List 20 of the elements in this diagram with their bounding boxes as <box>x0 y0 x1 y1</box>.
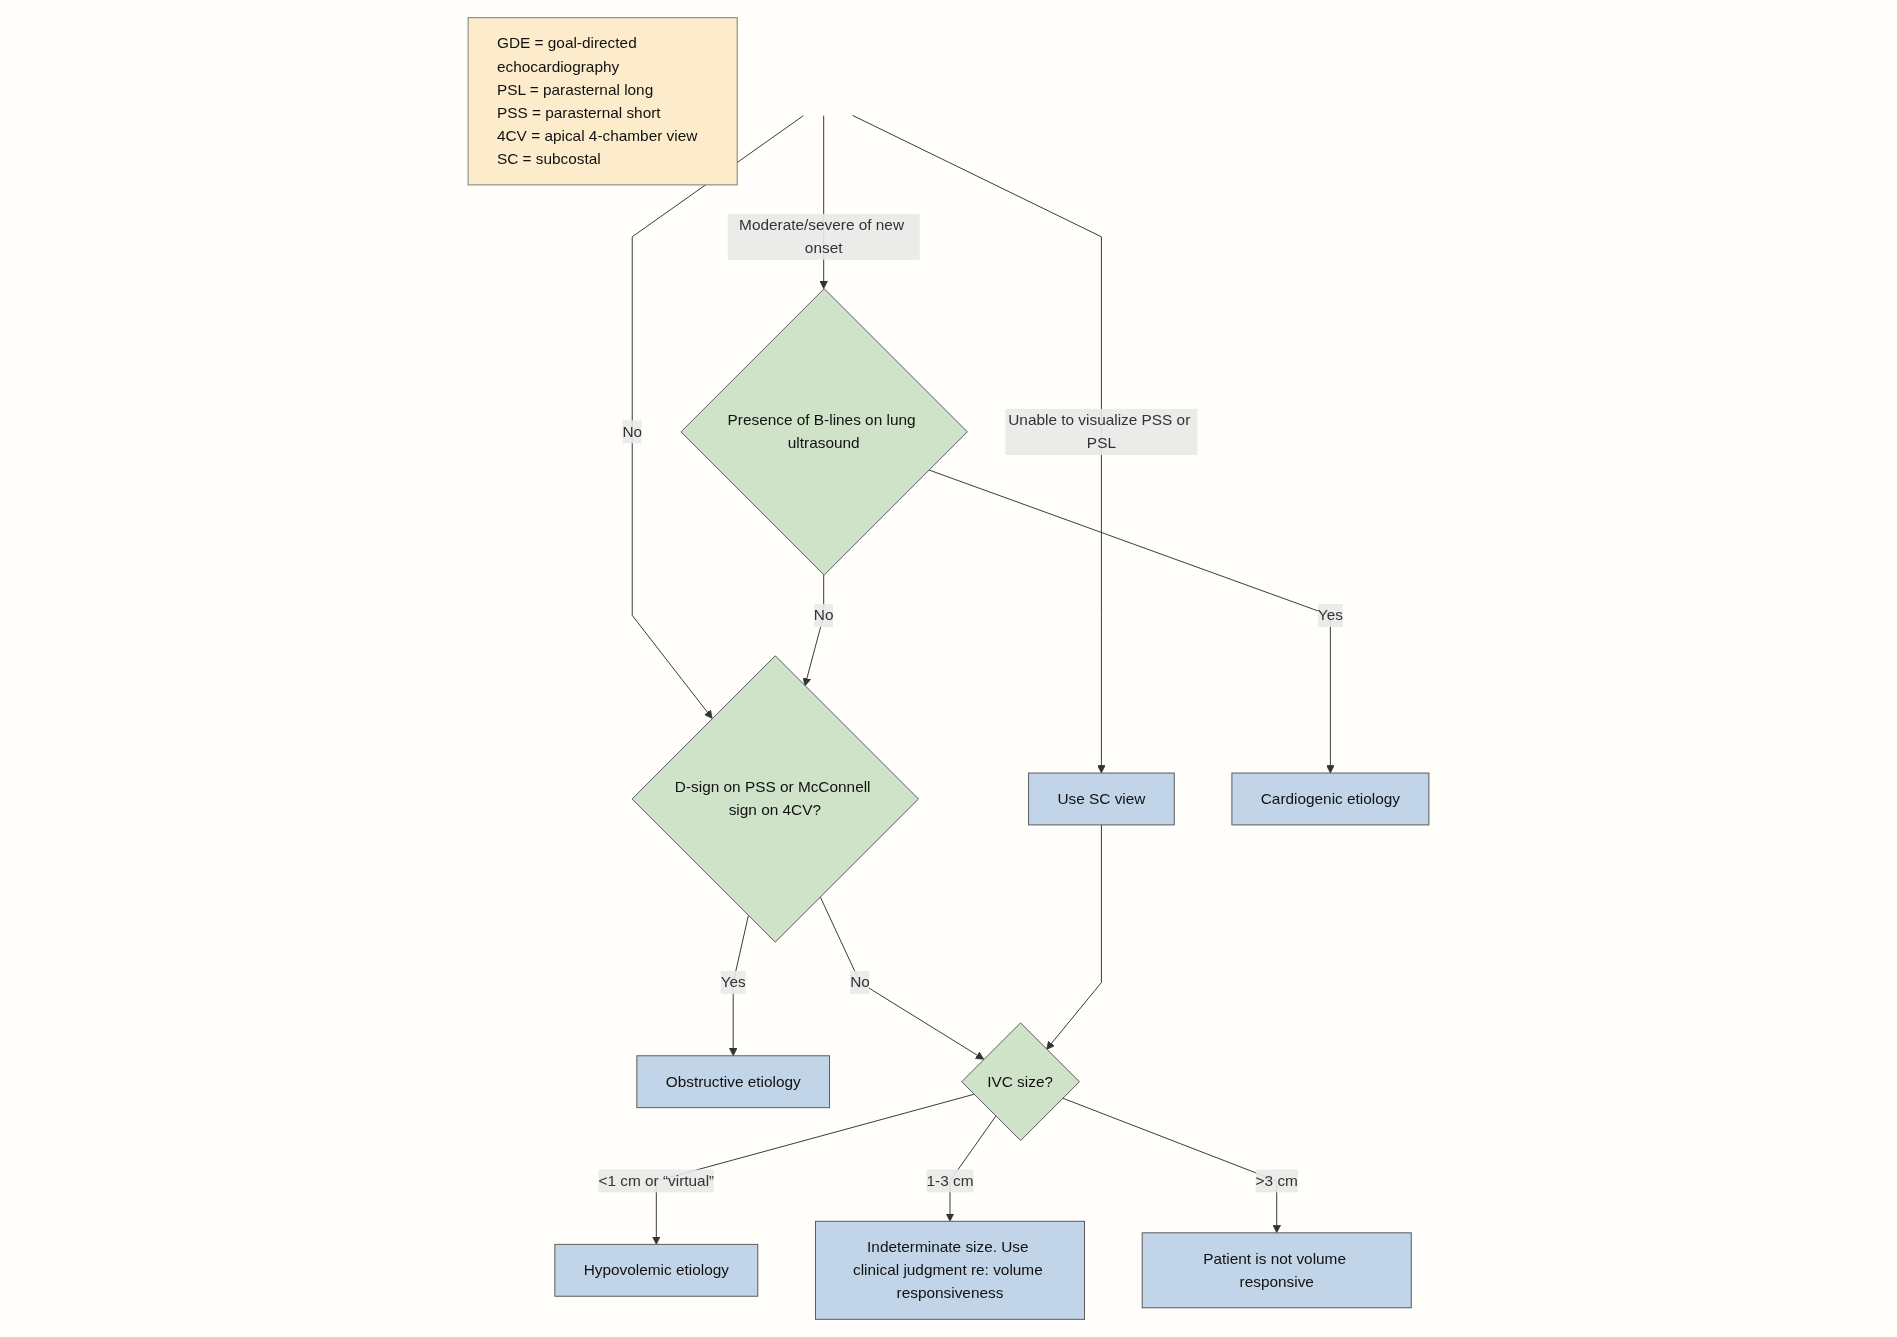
node-box: Hypovolemic etiology <box>554 1243 759 1297</box>
node-box: Obstructive etiology <box>636 1055 831 1109</box>
node-diamond: IVC size? <box>961 1022 1080 1142</box>
edge-label: Yes <box>1317 606 1343 624</box>
node-diamond: D-sign on PSS or McConnell sign on 4CV? <box>631 655 919 943</box>
edge-label: <1 cm or “virtual” <box>598 1172 715 1189</box>
edge-label: No <box>813 606 834 624</box>
edge-label: No <box>622 423 643 440</box>
node-box: Patient is not volume responsive <box>1141 1232 1412 1309</box>
edge-label: No <box>850 973 870 991</box>
edge-label: Moderate/severe of new onset <box>739 216 905 257</box>
edge-label: >3 cm <box>1255 1172 1298 1189</box>
node-box: Indeterminate size. Use clinical judgment re: volume responsiveness <box>814 1220 1085 1320</box>
edge-label: Yes <box>720 973 746 991</box>
edge-label: Unable to visualize PSS or PSL <box>1008 411 1191 452</box>
node-box: Use SC view <box>1028 772 1175 826</box>
node-box: Cardiogenic etiology <box>1231 772 1430 826</box>
edge-label: 1-3 cm <box>926 1172 974 1189</box>
node-box: GDE = goal-directed echocardiography PSL = parasternal long PSS = parasternal short 4CV = apical 4-chamber view SC = subcostal <box>467 17 738 186</box>
node-diamond: Presence of B-lines on lung ultrasound <box>680 288 968 576</box>
